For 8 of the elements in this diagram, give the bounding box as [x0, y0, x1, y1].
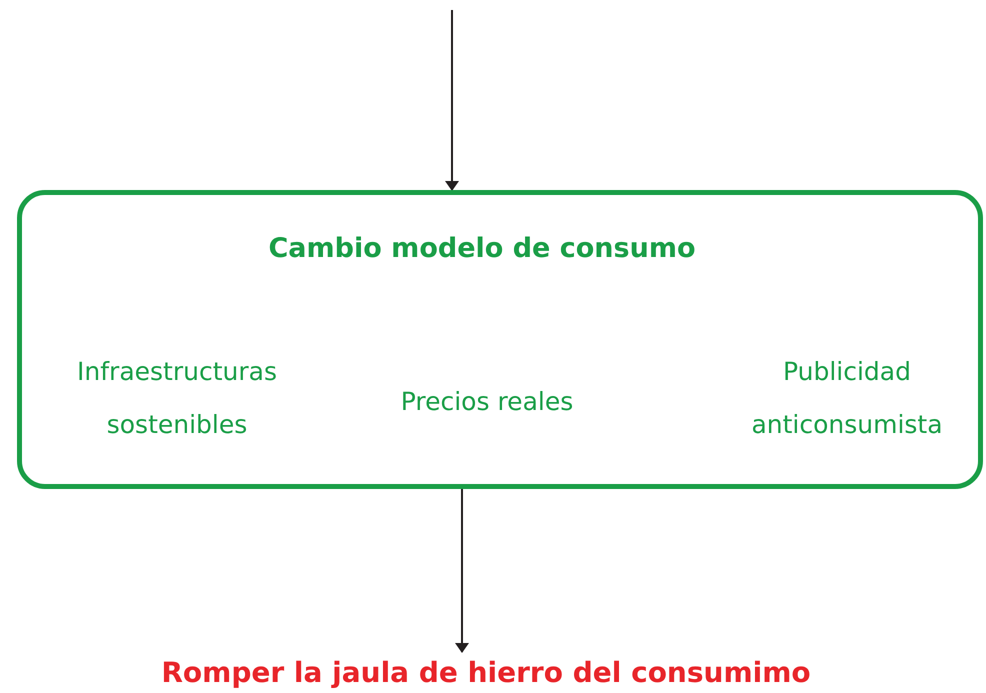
- result-text: Romper la jaula de hierro del consumimo: [60, 652, 912, 693]
- box-heading: Cambio modelo de consumo: [267, 232, 697, 266]
- box-item: Precios reales: [400, 386, 574, 418]
- rounded-box: [17, 190, 983, 489]
- box-item: Publicidad anticonsumista: [750, 356, 944, 441]
- box-item: Infraestructuras sostenibles: [76, 356, 278, 441]
- arrow: [455, 489, 469, 653]
- arrow: [445, 10, 459, 191]
